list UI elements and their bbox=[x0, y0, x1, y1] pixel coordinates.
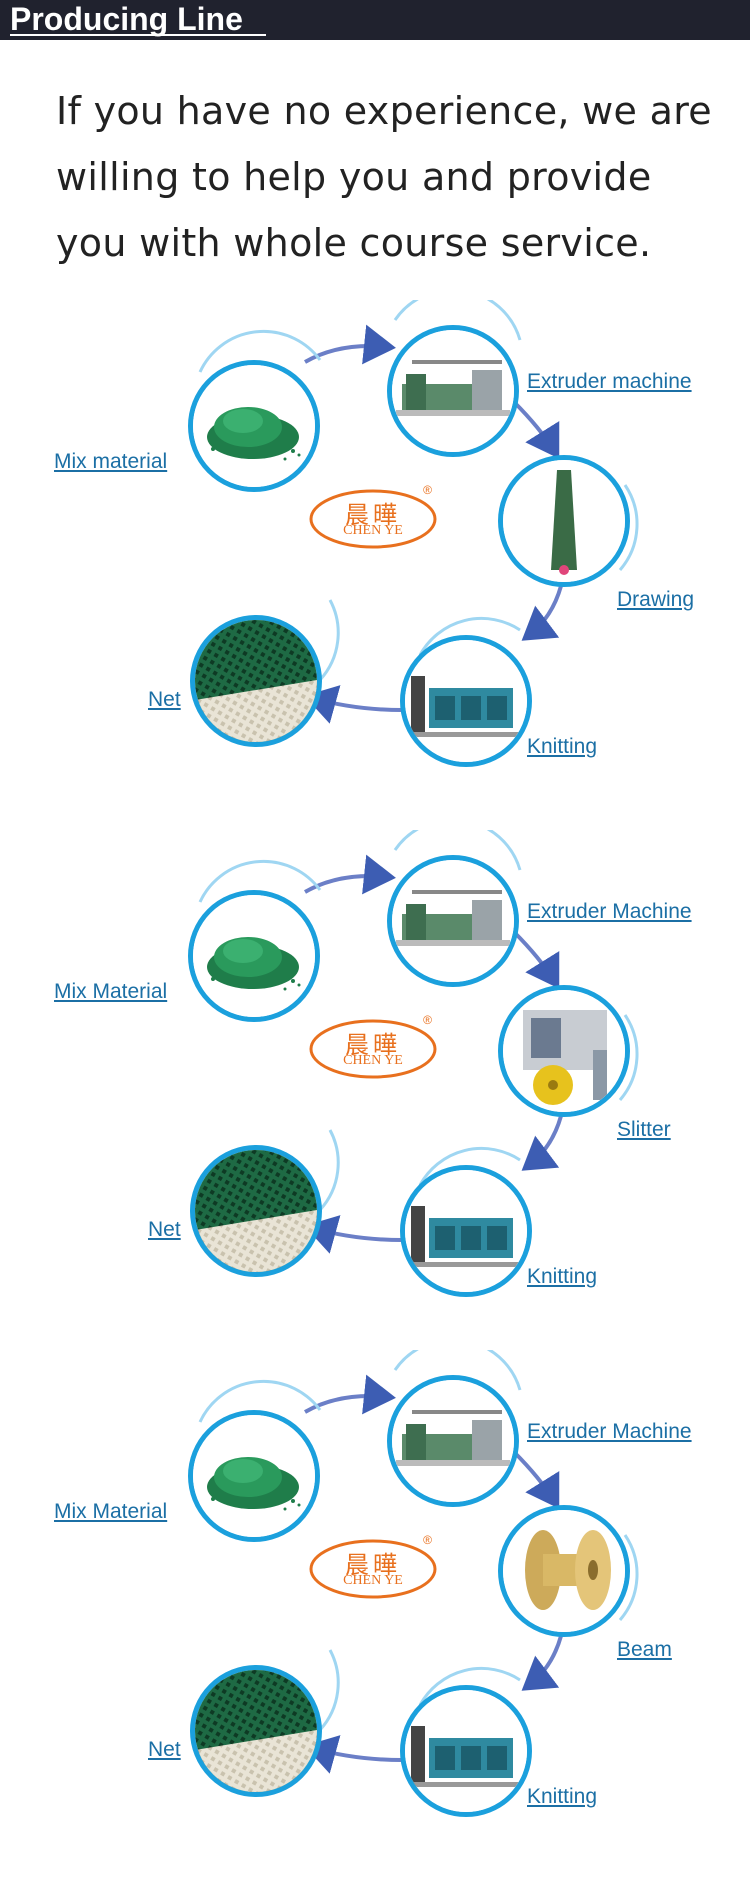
green-granules-image bbox=[193, 895, 315, 1017]
mix-material-label[interactable]: Mix material bbox=[54, 450, 168, 473]
net-label[interactable]: Net bbox=[148, 1218, 181, 1241]
arrow-extruder-to-process bbox=[512, 930, 560, 989]
extruder-machine-image bbox=[392, 330, 514, 452]
extruder-machine-image bbox=[392, 1380, 514, 1502]
logo-english: CHEN YE bbox=[343, 523, 403, 538]
mix-material-node bbox=[188, 890, 320, 1022]
registered-mark: ® bbox=[423, 1533, 432, 1547]
arrow-mix-to-extruder bbox=[304, 1374, 396, 1415]
mix-material-label[interactable]: Mix Material bbox=[54, 980, 168, 1003]
net-label[interactable]: Net bbox=[148, 688, 181, 711]
registered-mark: ® bbox=[423, 483, 432, 497]
header-bar: Producing Line bbox=[0, 0, 750, 40]
logo-chinese: 晨曄 bbox=[345, 1551, 401, 1579]
knitting-machine-image bbox=[405, 640, 527, 762]
arrow-mix-to-extruder bbox=[304, 324, 396, 365]
production-line-diagram-1: Mix material Extruder machine Drawing bbox=[0, 300, 750, 800]
knitting-machine-image bbox=[405, 1170, 527, 1292]
knitting-node bbox=[400, 635, 532, 767]
chen-ye-logo: 晨曄 CHEN YE ® bbox=[308, 1013, 438, 1079]
green-granules-image bbox=[193, 365, 315, 487]
knitting-label[interactable]: Knitting bbox=[527, 1265, 598, 1288]
arrow-process-to-knitting bbox=[521, 585, 563, 641]
section-title: Producing Line bbox=[10, 1, 243, 37]
knitting-label[interactable]: Knitting bbox=[527, 735, 598, 758]
knitting-machine-image bbox=[405, 1690, 527, 1812]
extruder-machine-node bbox=[387, 1375, 519, 1507]
extruder-machine-label[interactable]: Extruder Machine bbox=[527, 900, 692, 923]
process-node bbox=[498, 1505, 630, 1637]
process-label[interactable]: Beam bbox=[617, 1638, 672, 1661]
logo-chinese: 晨曄 bbox=[345, 501, 401, 529]
knitting-label[interactable]: Knitting bbox=[527, 1785, 598, 1808]
net-node bbox=[190, 1145, 322, 1277]
arrow-knitting-to-net bbox=[304, 1735, 403, 1774]
extruder-machine-node bbox=[387, 855, 519, 987]
mix-material-label[interactable]: Mix Material bbox=[54, 1500, 168, 1523]
arrow-mix-to-extruder bbox=[304, 854, 396, 895]
knitting-node bbox=[400, 1165, 532, 1297]
yarn-cone-image bbox=[503, 460, 625, 582]
arrow-knitting-to-net bbox=[304, 1215, 403, 1254]
extruder-machine-image bbox=[392, 860, 514, 982]
flow-arrows bbox=[198, 1350, 639, 1774]
chen-ye-logo: 晨曄 CHEN YE ® bbox=[308, 1533, 438, 1599]
intro-text: If you have no experience, we are willin… bbox=[56, 89, 712, 265]
process-node bbox=[498, 455, 630, 587]
beam-spool-image bbox=[503, 1510, 625, 1632]
logo-english: CHEN YE bbox=[343, 1573, 403, 1588]
arrow-extruder-to-process bbox=[512, 1450, 560, 1509]
process-label[interactable]: Drawing bbox=[617, 588, 695, 611]
flow-arrows bbox=[198, 300, 639, 724]
registered-mark: ® bbox=[423, 1013, 432, 1027]
process-label[interactable]: Slitter bbox=[617, 1118, 671, 1141]
extruder-machine-label[interactable]: Extruder machine bbox=[527, 370, 692, 393]
slitter-machine-image bbox=[503, 990, 625, 1112]
production-line-diagram-3: Mix Material Extruder Machine Beam bbox=[0, 1350, 750, 1850]
mix-material-node bbox=[188, 360, 320, 492]
flow-arrows bbox=[198, 830, 639, 1254]
extruder-machine-label[interactable]: Extruder Machine bbox=[527, 1420, 692, 1443]
green-net-image bbox=[195, 1670, 317, 1792]
net-node bbox=[190, 615, 322, 747]
logo-chinese: 晨曄 bbox=[345, 1031, 401, 1059]
chen-ye-logo: 晨曄 CHEN YE ® bbox=[308, 483, 438, 549]
logo-english: CHEN YE bbox=[343, 1053, 403, 1068]
process-node bbox=[498, 985, 630, 1117]
arrow-process-to-knitting bbox=[521, 1115, 563, 1171]
net-label[interactable]: Net bbox=[148, 1738, 181, 1761]
arrow-knitting-to-net bbox=[304, 685, 403, 724]
green-net-image bbox=[195, 1150, 317, 1272]
title-underline bbox=[10, 34, 266, 36]
arrow-process-to-knitting bbox=[521, 1635, 563, 1691]
green-net-image bbox=[195, 620, 317, 742]
green-granules-image bbox=[193, 1415, 315, 1537]
mix-material-node bbox=[188, 1410, 320, 1542]
knitting-node bbox=[400, 1685, 532, 1817]
extruder-machine-node bbox=[387, 325, 519, 457]
arrow-extruder-to-process bbox=[512, 400, 560, 459]
production-line-diagram-2: Mix Material Extruder Machine Slitter bbox=[0, 830, 750, 1330]
net-node bbox=[190, 1665, 322, 1797]
